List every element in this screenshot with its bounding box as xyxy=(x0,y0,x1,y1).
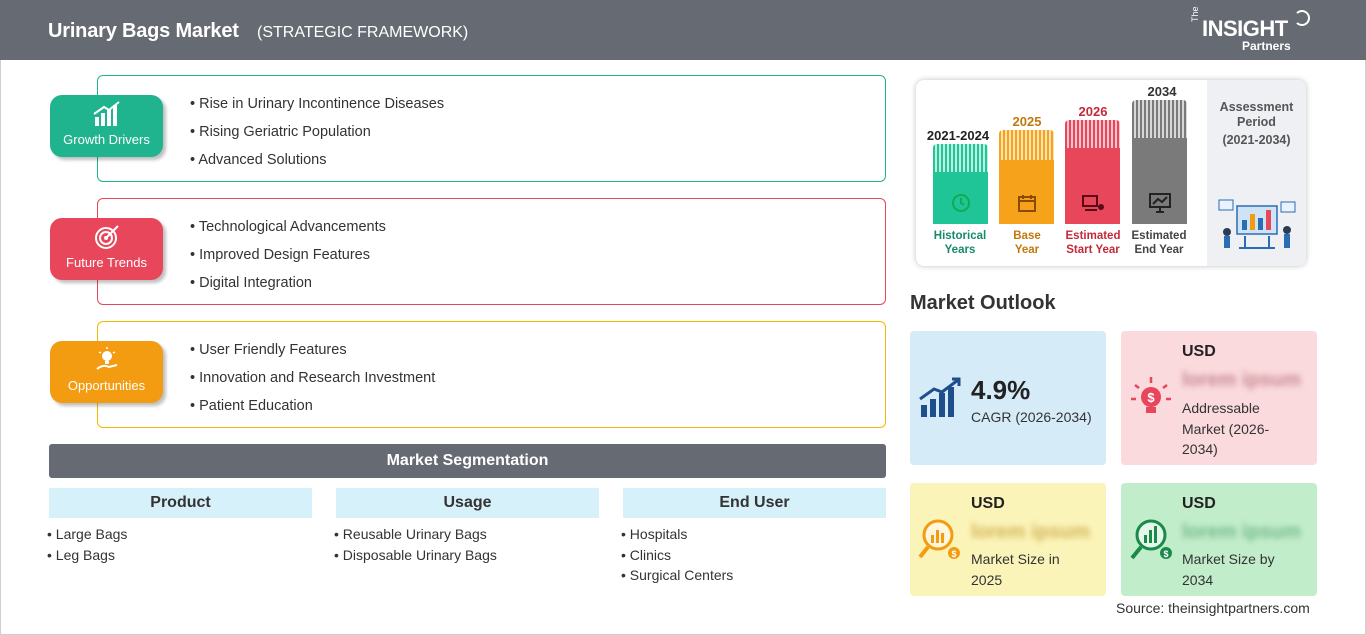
market-outlook-title: Market Outlook xyxy=(910,292,1056,314)
opportunities-card: User Friendly Features Innovation and Re… xyxy=(97,321,886,428)
addressable-value-blurred: lorem ipsum xyxy=(1182,369,1301,391)
growth-drivers-label: Growth Drivers xyxy=(63,132,150,147)
future-trends-list: Technological Advancements Improved Desi… xyxy=(190,219,386,303)
opportunities-label: Opportunities xyxy=(67,378,146,393)
cagr-value: 4.9% xyxy=(971,375,1031,405)
svg-text:$: $ xyxy=(1163,549,1168,559)
logo-partners: Partners xyxy=(1242,39,1291,53)
list-item: Innovation and Research Investment xyxy=(190,370,435,398)
list-item: Technological Advancements xyxy=(190,219,386,247)
list-item: Advanced Solutions xyxy=(190,152,444,180)
list-item: Rise in Urinary Incontinence Diseases xyxy=(190,96,444,124)
growth-drivers-tag: Growth Drivers xyxy=(50,95,163,157)
bar-base xyxy=(999,130,1054,224)
size-2034-usd: USD xyxy=(1182,495,1216,512)
list-item: Leg Bags xyxy=(47,547,127,568)
svg-text:$: $ xyxy=(951,549,956,559)
lightbulb-dollar-icon: $ xyxy=(1131,377,1171,413)
bar-historical xyxy=(933,144,988,224)
insight-partners-logo: The INSIGHT Partners xyxy=(1190,6,1320,54)
monitor-chart-icon xyxy=(1149,193,1171,213)
list-item: Digital Integration xyxy=(190,275,386,303)
growth-drivers-list: Rise in Urinary Incontinence Diseases Ri… xyxy=(190,96,444,180)
logo-arc-icon xyxy=(1294,10,1310,26)
bar-year-end: 2034 xyxy=(1147,84,1177,99)
size-2025-usd: USD xyxy=(971,495,1005,512)
calendar-icon xyxy=(1018,195,1036,212)
growth-drivers-card: Rise in Urinary Incontinence Diseases Ri… xyxy=(97,75,886,182)
bar-end xyxy=(1132,100,1187,224)
growth-chart-icon xyxy=(919,377,961,417)
segment-head-usage: Usage xyxy=(336,488,599,518)
presentation-icon xyxy=(1082,195,1104,211)
header-bar: Urinary Bags Market (STRATEGIC FRAMEWORK… xyxy=(0,0,1366,60)
end-user-list: Hospitals Clinics Surgical Centers xyxy=(621,526,734,588)
list-item: Surgical Centers xyxy=(621,567,734,588)
page-subtitle: (STRATEGIC FRAMEWORK) xyxy=(257,24,469,41)
list-item: Improved Design Features xyxy=(190,247,386,275)
segment-head-end-user: End User xyxy=(623,488,886,518)
cagr-label: CAGR (2026-2034) xyxy=(971,409,1092,425)
future-trends-tag: Future Trends xyxy=(50,218,163,280)
segment-head-product: Product xyxy=(49,488,312,518)
list-item: Reusable Urinary Bags xyxy=(334,526,497,547)
list-item: Patient Education xyxy=(190,398,435,426)
addressable-usd: USD xyxy=(1182,343,1216,360)
list-item: Clinics xyxy=(621,547,733,568)
bar-year-historical: 2021-2024 xyxy=(926,128,990,143)
logo-the: The xyxy=(1190,6,1200,22)
page-title: Urinary Bags Market xyxy=(48,20,239,42)
market-segmentation-header: Market Segmentation xyxy=(49,444,886,478)
list-item: Hospitals xyxy=(621,526,733,547)
magnifier-growth-icon: $ xyxy=(1130,519,1172,560)
bar-start xyxy=(1065,120,1120,224)
bar-year-start: 2026 xyxy=(1078,104,1108,119)
analytics-people-icon xyxy=(1218,199,1296,249)
history-icon xyxy=(952,194,970,212)
usage-list: Reusable Urinary Bags Disposable Urinary… xyxy=(334,526,497,567)
list-item: Disposable Urinary Bags xyxy=(334,547,497,568)
size-2025-value-blurred: lorem ipsum xyxy=(971,521,1090,543)
opportunities-tag: Opportunities xyxy=(50,341,163,403)
size-2034-value-blurred: lorem ipsum xyxy=(1182,521,1301,543)
target-icon xyxy=(50,224,163,250)
logo-insight: INSIGHT xyxy=(1202,16,1288,41)
bar-year-base: 2025 xyxy=(1012,114,1042,129)
lightbulb-hand-icon xyxy=(50,347,163,373)
future-trends-label: Future Trends xyxy=(66,255,147,270)
list-item: Rising Geriatric Population xyxy=(190,124,444,152)
product-list: Large Bags Leg Bags xyxy=(47,526,128,568)
svg-text:$: $ xyxy=(1147,390,1155,405)
opportunities-list: User Friendly Features Innovation and Re… xyxy=(190,342,435,426)
source-note: Source: theinsightpartners.com xyxy=(1116,600,1310,616)
future-trends-card: Technological Advancements Improved Desi… xyxy=(97,198,886,305)
list-item: Large Bags xyxy=(47,526,128,547)
list-item: User Friendly Features xyxy=(190,342,435,370)
cagr-box: 4.9% CAGR (2026-2034) xyxy=(910,331,1106,465)
magnifier-chart-icon: $ xyxy=(918,519,960,559)
bar-chart-icon xyxy=(50,101,163,127)
